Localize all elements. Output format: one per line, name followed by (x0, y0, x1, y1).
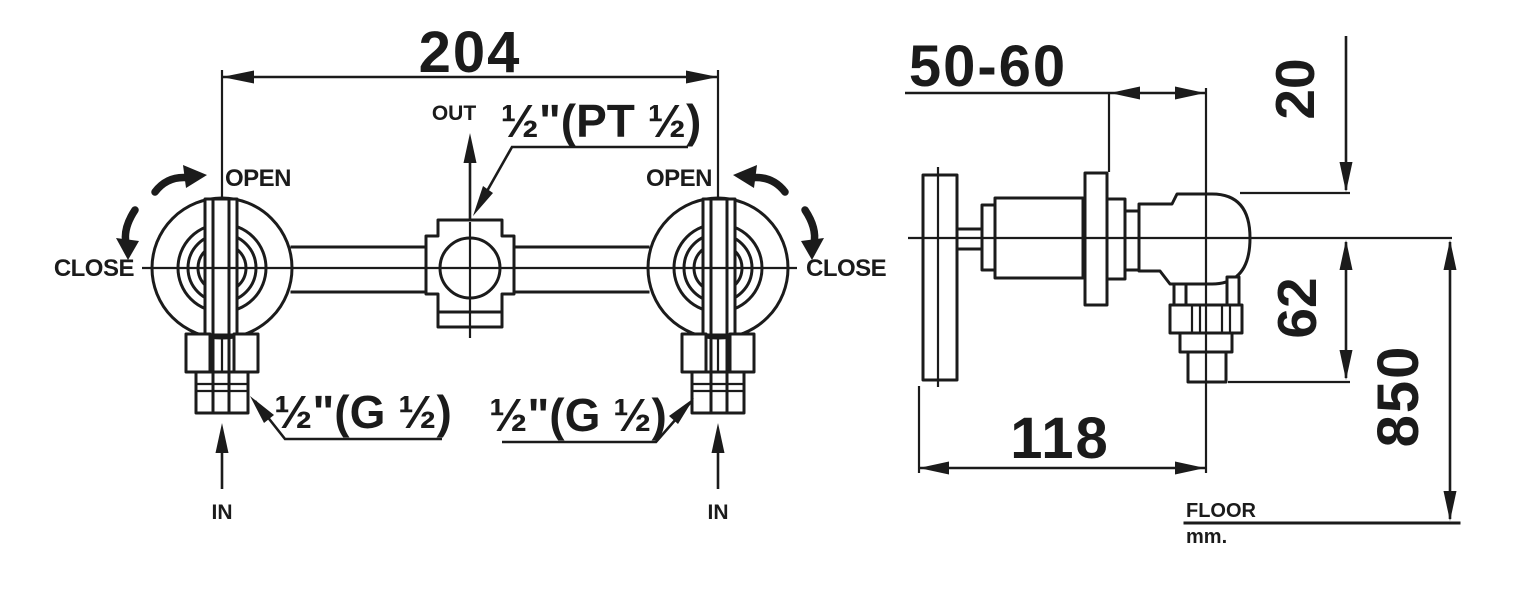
arrowhead-left (222, 70, 254, 84)
handle-flange (921, 173, 959, 382)
outlet-thread-callout: ½"(PT ½) (473, 95, 701, 216)
inlet-thread-label-left: ½"(G ½) (274, 386, 452, 438)
inlet-pipe (690, 370, 746, 415)
leader-arrowhead (250, 396, 274, 423)
dim-wall-50-60: 50-60 (905, 34, 1205, 172)
neck-tab-right (1225, 275, 1241, 307)
dim-depth-118: 118 (917, 386, 1205, 475)
out-callout: OUT (432, 102, 477, 220)
close-arrow-left (121, 206, 139, 247)
in-callout-right: IN (708, 423, 729, 524)
in-arrowhead-right (711, 423, 725, 453)
side-body (921, 171, 1252, 384)
close-arrowhead-left (116, 238, 139, 260)
in-callout-left: IN (212, 423, 233, 524)
inlet-thread-callout-right: ½"(G ½) (489, 389, 694, 444)
dim-outlet-drop-62: 62 (1228, 240, 1353, 384)
arrowhead-down (1339, 162, 1353, 192)
open-arrow-right (746, 173, 789, 196)
close-arrow-right (801, 206, 819, 247)
arrowhead-up (1443, 240, 1457, 270)
neck-tab-left (1172, 282, 1188, 307)
arrowhead-left (1110, 86, 1140, 100)
floor-label: FLOOR (1186, 500, 1257, 522)
rotation-labels-left: OPEN CLOSE (54, 165, 292, 282)
arrowhead-right (686, 70, 718, 84)
dim-top-label: 20 (1264, 58, 1326, 119)
connector-2 (1123, 209, 1141, 272)
open-arrowhead-left (183, 165, 207, 188)
close-label-right: CLOSE (806, 255, 887, 282)
units-label: mm. (1186, 526, 1227, 548)
arrowhead-up (1339, 240, 1353, 270)
side-view: 50-60 20 62 850 (905, 34, 1461, 548)
dim-floor-height-label: 850 (1366, 345, 1431, 448)
dim-width-204-label: 204 (419, 20, 522, 85)
leader-arrowhead (473, 186, 493, 216)
open-label-right: OPEN (646, 165, 712, 192)
dim-width-204: 204 (220, 20, 720, 413)
open-arrowhead-right (733, 165, 757, 188)
open-label-left: OPEN (225, 165, 291, 192)
in-label-right: IN (708, 501, 729, 524)
arrowhead-down (1443, 491, 1457, 521)
outlet-block (424, 218, 516, 338)
dim-top-20: 20 (1240, 36, 1353, 195)
outlet-thread-label: ½"(PT ½) (501, 95, 702, 147)
in-arrowhead-left (215, 423, 229, 453)
floor-reference: FLOOR mm. (1183, 500, 1461, 548)
valve-left (150, 196, 294, 415)
close-label-left: CLOSE (54, 255, 135, 282)
valve-right (646, 196, 790, 415)
leader-arrowhead (669, 398, 694, 424)
out-arrowhead (463, 133, 477, 163)
nut-right-half (232, 332, 260, 374)
inlet-thread-callout-left: ½"(G ½) (250, 386, 452, 441)
dim-depth-label: 118 (1010, 406, 1110, 471)
close-arrowhead-right (801, 238, 824, 260)
inlet-thread-label-right: ½"(G ½) (489, 389, 667, 441)
arrowhead-left (919, 461, 949, 475)
arrowhead-down (1339, 350, 1353, 380)
dim-outlet-drop-label: 62 (1266, 277, 1328, 338)
front-view: 204 (54, 20, 887, 524)
nut-left-half (184, 332, 212, 374)
arrowhead-right (1175, 86, 1205, 100)
nut-right-half (728, 332, 756, 374)
arrowhead-right (1175, 461, 1205, 475)
dim-floor-height-850: 850 (1366, 240, 1457, 521)
inlet-pipe (194, 370, 250, 415)
out-label: OUT (432, 102, 477, 125)
nut-left-half (680, 332, 708, 374)
rotation-labels-right: OPEN CLOSE (646, 165, 887, 282)
in-label-left: IN (212, 501, 233, 524)
crossbar-pipe (290, 245, 650, 294)
dim-wall-label: 50-60 (909, 34, 1067, 99)
open-arrow-left (151, 173, 194, 196)
